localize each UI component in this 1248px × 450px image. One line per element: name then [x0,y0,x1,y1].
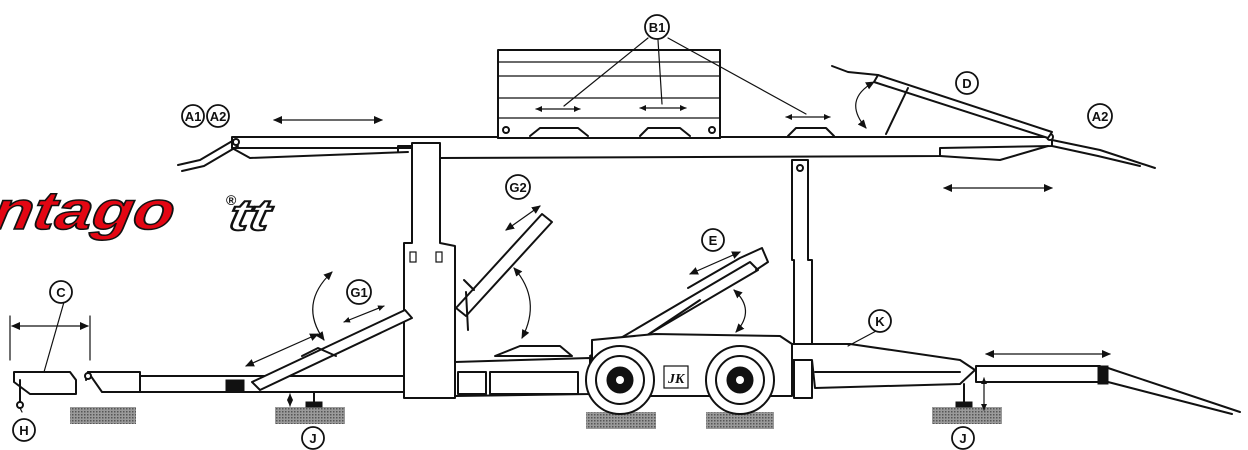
callout-g2: G2 [505,174,531,200]
logo-suffix-text: tt [226,191,278,240]
ground-block-wheel-front [586,412,656,429]
support-columns [397,142,813,399]
callout-label-g1: G1 [350,285,367,300]
ground-block-front [70,407,136,424]
upper-deck [177,49,1156,172]
callout-d: D [955,71,979,95]
callout-label-c: C [56,285,66,300]
callout-leaders [19,37,879,413]
ground-block-support-right [932,407,1002,424]
axle-monogram: JK [667,372,686,387]
callout-a1: A1 [181,104,205,128]
callout-label-d: D [962,76,971,91]
callout-label-e: E [709,233,718,248]
callout-label-a2-right: A2 [1092,109,1109,124]
callout-k: K [868,309,892,333]
callout-label-g2: G2 [509,180,526,195]
logo-brand-text: intago [0,180,180,241]
callout-label-b1: B1 [649,20,666,35]
intago-tt-logo: intago ® tt [0,180,278,242]
callout-j-right: J [951,426,975,450]
callout-a2-left: A2 [206,104,230,128]
callout-g1: G1 [346,279,372,305]
motion-arrows [9,81,1111,411]
callout-j-left: J [301,426,325,450]
logo-registered-mark: ® [226,192,237,208]
callout-b1: B1 [644,14,670,40]
callout-a2-right: A2 [1087,103,1113,129]
callout-label-j-left: J [309,431,316,446]
ground-supports [70,407,1002,429]
callout-e: E [701,228,725,252]
callout-h: H [12,418,36,442]
callout-label-j-right: J [959,431,966,446]
callout-label-a2-left: A2 [210,109,227,124]
callout-c: C [49,280,73,304]
callout-label-k: K [875,314,885,329]
ground-block-wheel-rear [706,412,774,429]
ground-block-support-left [275,407,345,424]
front-wheel [585,345,655,415]
axle-assembly: JK [585,333,793,415]
rear-wheel [705,345,775,415]
callout-label-h: H [19,423,28,438]
callout-label-a1: A1 [185,109,202,124]
